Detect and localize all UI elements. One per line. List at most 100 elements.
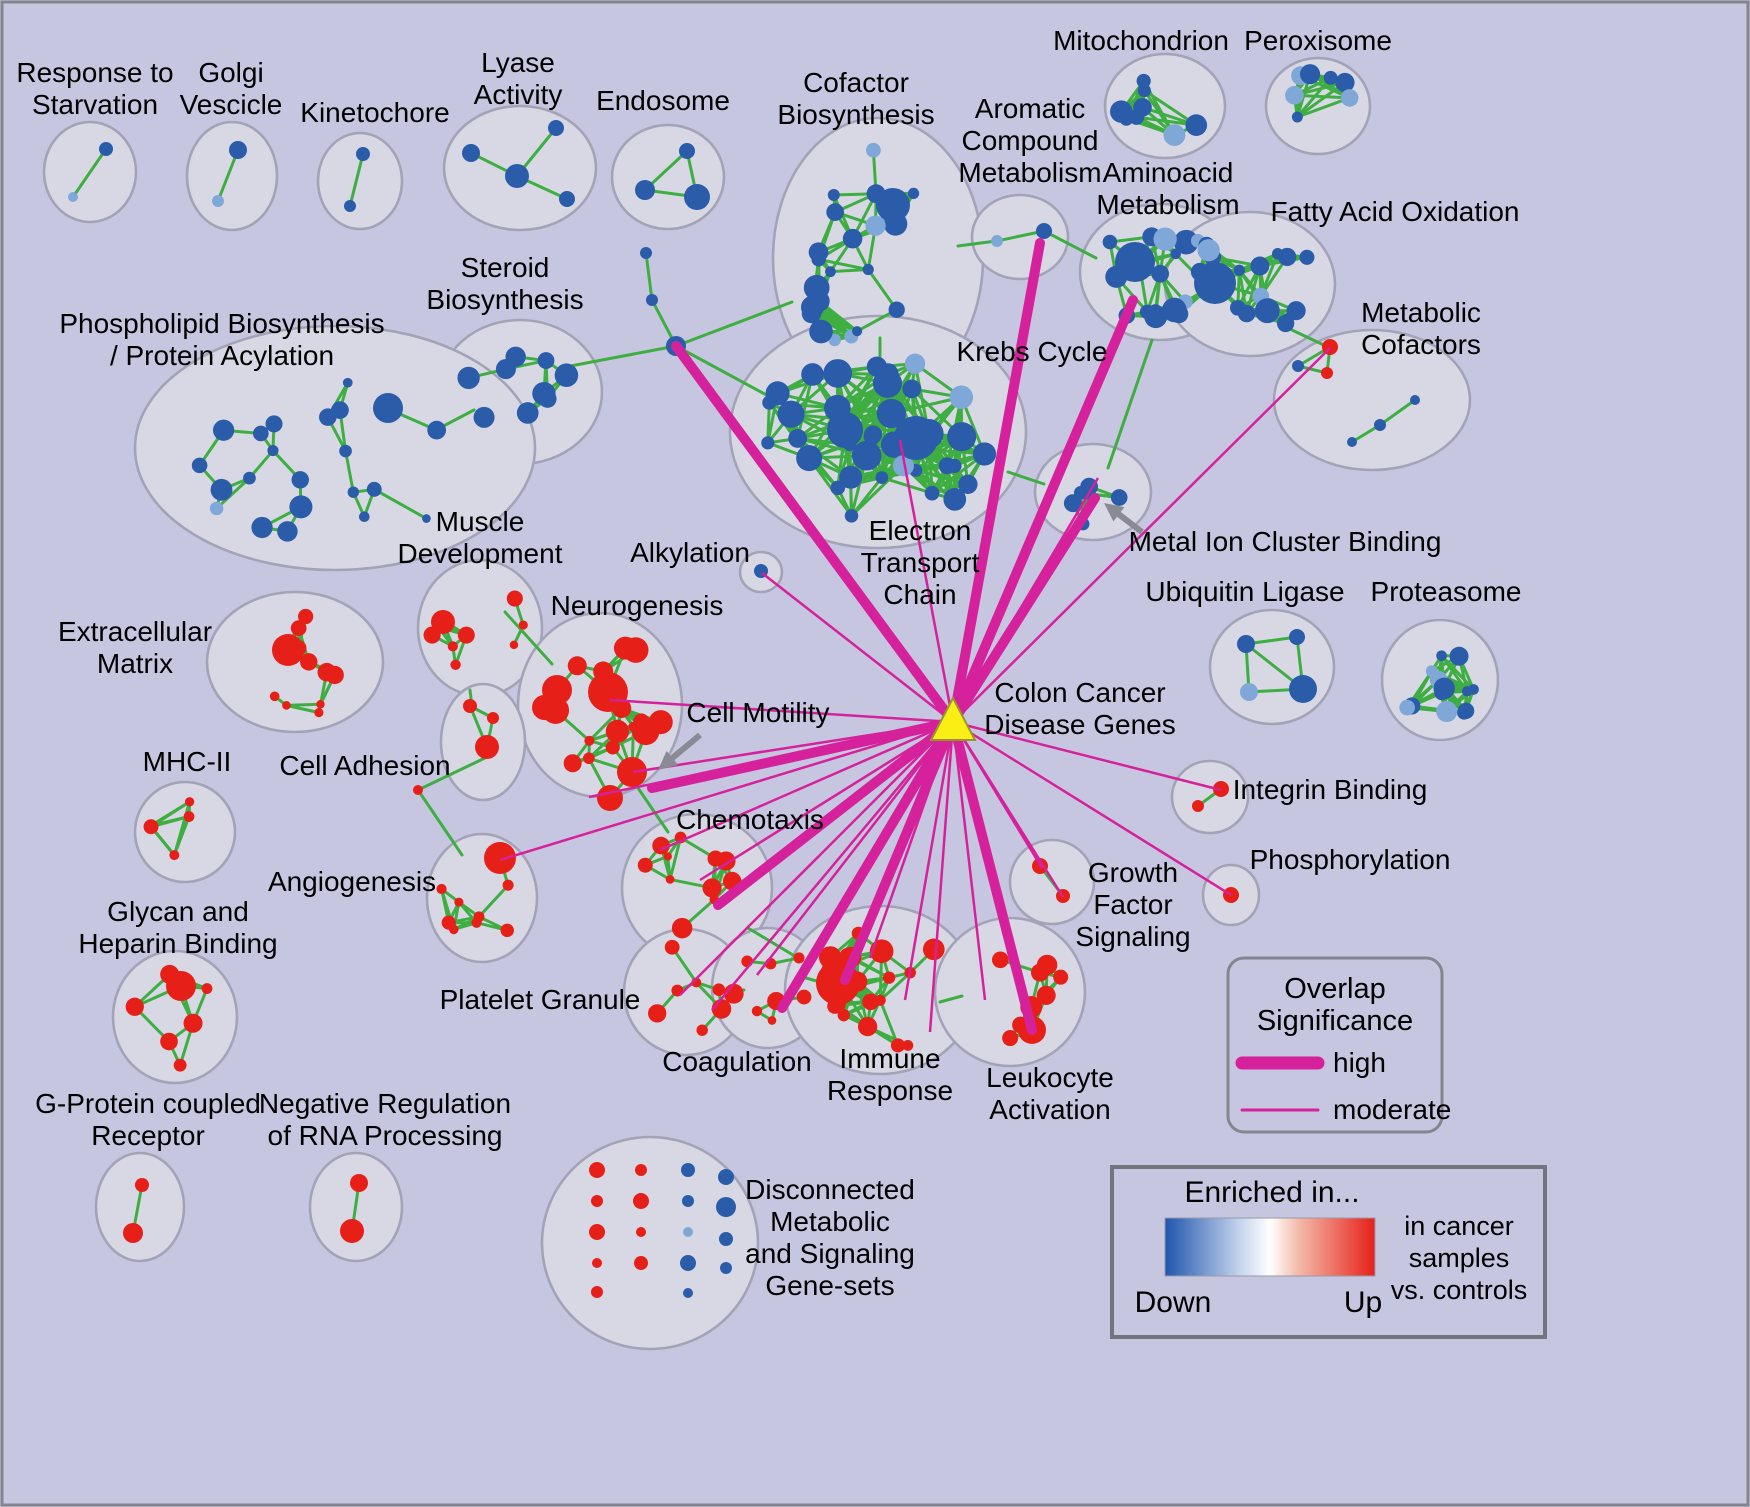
- cluster-label: Chemotaxis: [676, 804, 824, 835]
- inter-cluster-edge: [746, 926, 800, 960]
- gene-set-node: [839, 465, 863, 489]
- gene-set-node: [777, 400, 805, 428]
- gene-overlap-edge: [995, 229, 1046, 243]
- gene-set-node: [1340, 89, 1359, 107]
- enriched-legend-title: Enriched in...: [1184, 1176, 1359, 1209]
- gene-set-node: [589, 1224, 605, 1240]
- gene-set-node: [622, 637, 649, 663]
- cluster-label: Krebs Cycle: [957, 336, 1108, 367]
- gene-set-node: [1285, 85, 1304, 105]
- gene-set-node: [532, 382, 556, 406]
- gene-set-node: [1282, 312, 1295, 324]
- gene-set-node: [191, 457, 208, 474]
- gene-set-node: [1457, 705, 1472, 720]
- overlap-significance-edge-high: [840, 717, 958, 985]
- gene-set-node: [803, 274, 830, 301]
- gene-set-node: [825, 266, 836, 278]
- gene-overlap-edge: [172, 800, 192, 857]
- cluster-label: Ubiquitin Ligase: [1145, 576, 1344, 607]
- gene-set-node: [471, 917, 482, 928]
- gene-set-node: [1053, 969, 1069, 985]
- gene-set-node: [314, 708, 324, 718]
- inter-cluster-edge: [1044, 230, 1098, 260]
- gene-set-node: [160, 1032, 178, 1051]
- gene-overlap-edge: [284, 702, 322, 707]
- gene-set-node: [1250, 256, 1270, 276]
- gene-set-node: [947, 422, 977, 452]
- gene-set-node: [1185, 114, 1208, 136]
- gene-set-node: [801, 303, 822, 324]
- gene-set-node: [1321, 367, 1333, 379]
- gene-set-node: [1289, 675, 1317, 703]
- cluster-ellipse: [133, 324, 537, 572]
- gene-set-node: [866, 356, 888, 377]
- gene-set-node: [922, 938, 945, 961]
- gene-set-node: [506, 590, 523, 607]
- gene-set-node: [447, 641, 458, 652]
- gene-set-node: [634, 1256, 648, 1270]
- gene-set-node: [958, 474, 978, 494]
- cluster-label: MHC-II: [143, 746, 232, 777]
- gene-set-node: [243, 471, 256, 485]
- cluster-label: Integrin Binding: [1233, 774, 1428, 805]
- gene-set-node: [894, 416, 938, 460]
- significance-edges-layer: [499, 238, 1331, 1035]
- gene-set-node: [947, 458, 962, 474]
- gene-set-node: [751, 1005, 763, 1017]
- gene-set-node: [583, 752, 595, 765]
- gene-set-node: [924, 485, 940, 501]
- gene-set-node: [422, 514, 431, 523]
- hub-layer: [929, 695, 977, 741]
- cluster-label: Phosphorylation: [1250, 844, 1451, 875]
- inter-cluster-edge: [636, 786, 670, 834]
- gene-set-node: [863, 428, 881, 446]
- gene-set-node: [902, 379, 922, 399]
- cluster-ellipse: [316, 131, 404, 231]
- gene-set-node: [183, 1013, 203, 1033]
- gene-set-node: [991, 235, 1003, 247]
- gene-set-node: [876, 398, 906, 429]
- gene-set-node: [902, 1040, 914, 1051]
- gene-set-node: [665, 875, 675, 884]
- gene-set-node: [1153, 227, 1177, 251]
- disease-genes-triangle: [929, 695, 977, 741]
- gene-set-node: [1162, 297, 1187, 323]
- gene-set-node: [265, 415, 283, 433]
- overlap-significance-edge-moderate: [761, 572, 954, 723]
- gene-set-node: [1347, 437, 1357, 447]
- gene-set-node: [1119, 111, 1134, 126]
- gene-set-node: [289, 495, 313, 519]
- overlap-significance-edge-moderate: [659, 720, 954, 852]
- gene-set-node: [888, 301, 905, 318]
- gene-set-node: [1036, 223, 1052, 239]
- gene-set-node: [830, 480, 846, 496]
- gene-overlap-edge: [372, 487, 428, 521]
- overlap-significance-edge-high: [713, 717, 958, 910]
- cluster-label: Proteasome: [1371, 576, 1522, 607]
- gene-set-node: [591, 1195, 603, 1207]
- gene-set-node: [588, 672, 628, 712]
- gene-overlap-edge: [817, 257, 870, 272]
- gene-overlap-edge: [1378, 398, 1417, 427]
- overlap-significance-edge-moderate: [679, 721, 954, 996]
- overlap-significance-edge-high: [948, 493, 1100, 727]
- gene-set-node: [319, 408, 337, 426]
- gene-set-node: [874, 994, 886, 1006]
- gene-set-node: [862, 993, 879, 1011]
- inter-cluster-edge: [416, 755, 489, 792]
- gene-set-node: [344, 200, 356, 212]
- gene-set-node: [201, 983, 213, 994]
- gene-set-node: [1163, 124, 1186, 147]
- gene-set-node: [282, 701, 291, 710]
- gene-set-node: [991, 951, 1009, 969]
- gene-set-node: [1110, 489, 1128, 506]
- gene-overlap-edge: [71, 147, 108, 199]
- gene-set-node: [356, 147, 370, 161]
